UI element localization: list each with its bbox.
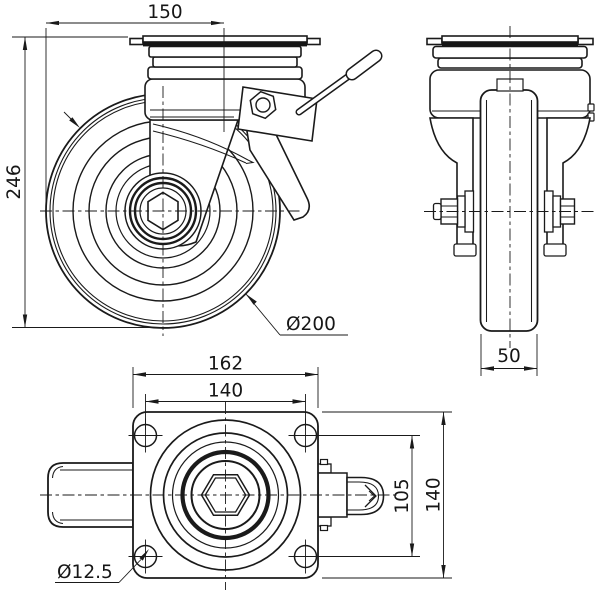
- dim-50-label: 50: [497, 346, 521, 367]
- pedal-chevron-inner: [368, 490, 376, 502]
- side-brake-pivot-nub-1: [587, 103, 595, 112]
- dim-246-arrow-top: [22, 37, 28, 50]
- dim-105-arrow-top: [409, 435, 415, 449]
- front-plate-tab-left: [129, 37, 144, 46]
- dim-105-arrow-bottom: [409, 543, 415, 557]
- front-centerlines: [40, 86, 300, 336]
- dim-bolt-spacing-length: 140: [145, 381, 306, 430]
- dim-140r-label: 140: [424, 477, 445, 512]
- front-fork-stamp-tip: [245, 159, 255, 165]
- front-fork-stamp-curve-1: [152, 123, 249, 161]
- dim-105-label: 105: [392, 478, 413, 513]
- front-plate-dark-band: [143, 41, 307, 47]
- top-centerlines: [40, 402, 400, 590]
- dim-162-arrow-right: [305, 372, 318, 377]
- dim-162-label: 162: [208, 354, 243, 375]
- front-view: 150 246 Ø200: [4, 2, 383, 336]
- dim-150-arrow-right: [211, 20, 224, 26]
- dim-d200-leader: [245, 293, 281, 336]
- pedal-bolt-bottom-cap: [319, 524, 329, 532]
- brake-lever-shaft-fill: [297, 71, 355, 114]
- dim-140r-arrow-bottom: [441, 565, 446, 578]
- side-wheel: [479, 78, 539, 332]
- front-brake-lever: [295, 49, 383, 116]
- side-fork-foot-left: [453, 243, 477, 257]
- front-brake-assembly: [237, 49, 383, 142]
- front-brake-nut-bore: [255, 97, 271, 113]
- dim-d125-label: Ø12.5: [57, 562, 113, 583]
- front-swivel-band-b: [152, 56, 298, 68]
- dim-140r-arrow-top: [441, 412, 446, 425]
- top-bolt-holes: [128, 418, 323, 574]
- dim-swivel-radius: 150: [45, 2, 225, 203]
- front-top-plate: [142, 35, 308, 43]
- top-wheel-corner-arc-top: [51, 465, 64, 479]
- side-view: 50: [424, 26, 596, 376]
- dim-d200-label: Ø200: [286, 314, 336, 335]
- dim-bolt-hole-diameter: Ø12.5: [55, 549, 149, 583]
- front-brake-nut: [249, 90, 277, 120]
- dim-50-arrow-left: [481, 366, 494, 371]
- pedal-bolt-top: [316, 463, 332, 474]
- dim-d125-arrow: [139, 549, 149, 561]
- dim-150-arrow-left: [46, 20, 59, 26]
- dim-140t-label: 140: [208, 381, 243, 402]
- dim-plate-width: 140: [322, 411, 452, 579]
- side-centerlines: [424, 26, 596, 348]
- brake-lever-grip-fill: [347, 51, 381, 79]
- pedal-bolt-bottom: [316, 516, 332, 527]
- top-view: 162 140 105 140: [40, 354, 452, 590]
- side-wheel-body: [479, 89, 539, 332]
- front-plate-tab-right: [306, 37, 321, 46]
- dim-246-arrow-bottom: [22, 314, 28, 328]
- dim-d200-arrow-upper: [69, 117, 80, 128]
- top-wheel-corner-arc-bottom: [51, 511, 64, 525]
- dim-162-arrow-left: [133, 372, 146, 377]
- dim-d125-leader: [118, 559, 142, 583]
- dim-total-height: 246: [4, 36, 170, 328]
- pedal-plate-inner: [347, 481, 380, 511]
- side-plate-tab-right: [577, 37, 594, 46]
- side-plate-tab-left: [426, 37, 443, 46]
- front-brake-arm: [245, 117, 311, 221]
- front-swivel-band-a: [148, 45, 302, 58]
- pedal-chevron-outer: [364, 484, 377, 508]
- pedal-bolt-top-cap: [319, 458, 329, 466]
- dim-140t-arrow-right: [292, 399, 306, 404]
- dim-150-label: 150: [147, 2, 182, 23]
- dim-bolt-spacing-width: 105: [322, 435, 420, 557]
- dim-plate-length: 162: [132, 354, 319, 408]
- side-fork-foot-right: [543, 243, 567, 257]
- dim-wheel-diameter: Ø200: [63, 111, 348, 336]
- dim-d200-tail-upper: [63, 111, 72, 120]
- dim-246-label: 246: [4, 164, 25, 199]
- dim-50-arrow-right: [524, 366, 537, 371]
- dim-wheel-width: 50: [480, 334, 538, 376]
- dim-140t-arrow-left: [145, 399, 159, 404]
- front-swivel-band-c: [147, 66, 303, 80]
